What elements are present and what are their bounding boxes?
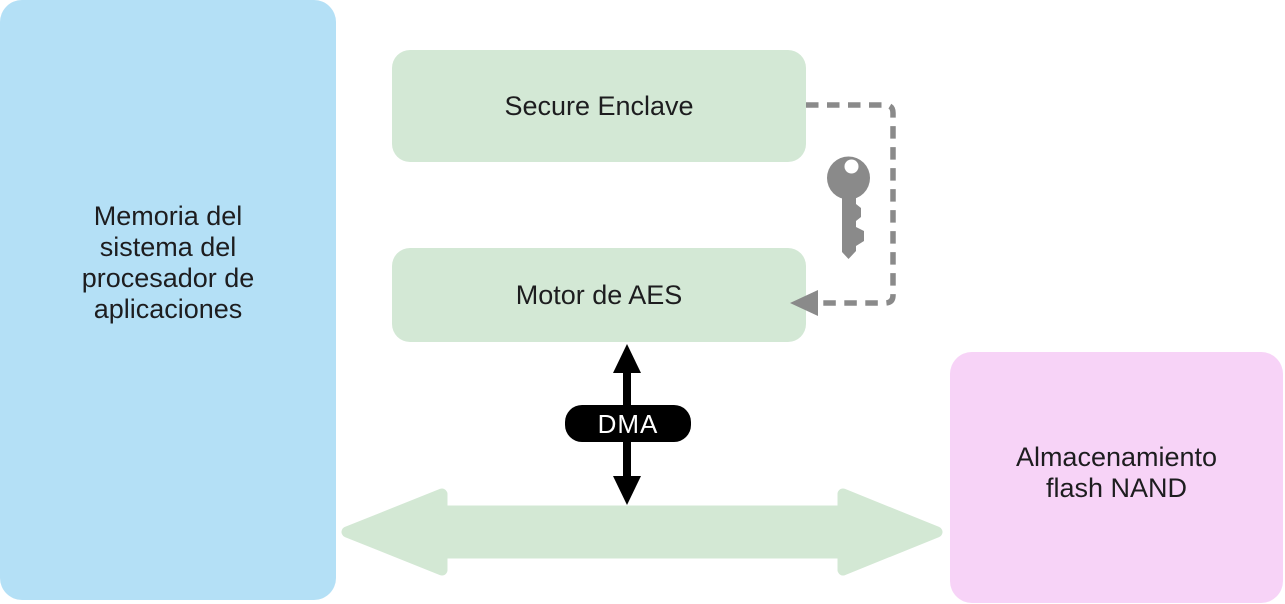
secure-enclave-label: Secure Enclave: [504, 90, 694, 121]
app-processor-memory-label: Memoria del sistema del procesador de ap…: [0, 201, 336, 325]
nand-flash-storage-label: Almacenamiento flash NAND: [1016, 442, 1217, 504]
nand-flash-storage-box: Almacenamiento flash NAND: [950, 352, 1283, 603]
app-processor-memory-box: Memoria del sistema del procesador de ap…: [0, 0, 336, 600]
memory-label-line-2: sistema del: [99, 232, 237, 262]
aes-engine-label: Motor de AES: [515, 279, 683, 310]
nand-label-line-2: flash NAND: [1045, 472, 1188, 503]
memory-label-line-3: procesador de: [81, 263, 255, 293]
nand-label-line-1: Almacenamiento: [1015, 441, 1218, 472]
aes-engine-box: Motor de AES: [392, 248, 806, 342]
bus-double-arrow-icon: [341, 488, 943, 576]
dma-badge-label: DMA: [597, 408, 659, 439]
dma-badge: DMA: [565, 405, 691, 442]
key-icon: [827, 156, 870, 259]
secure-enclave-box: Secure Enclave: [392, 50, 806, 162]
memory-label-line-4: aplicaciones: [93, 294, 243, 324]
memory-label-line-1: Memoria del: [93, 201, 243, 231]
